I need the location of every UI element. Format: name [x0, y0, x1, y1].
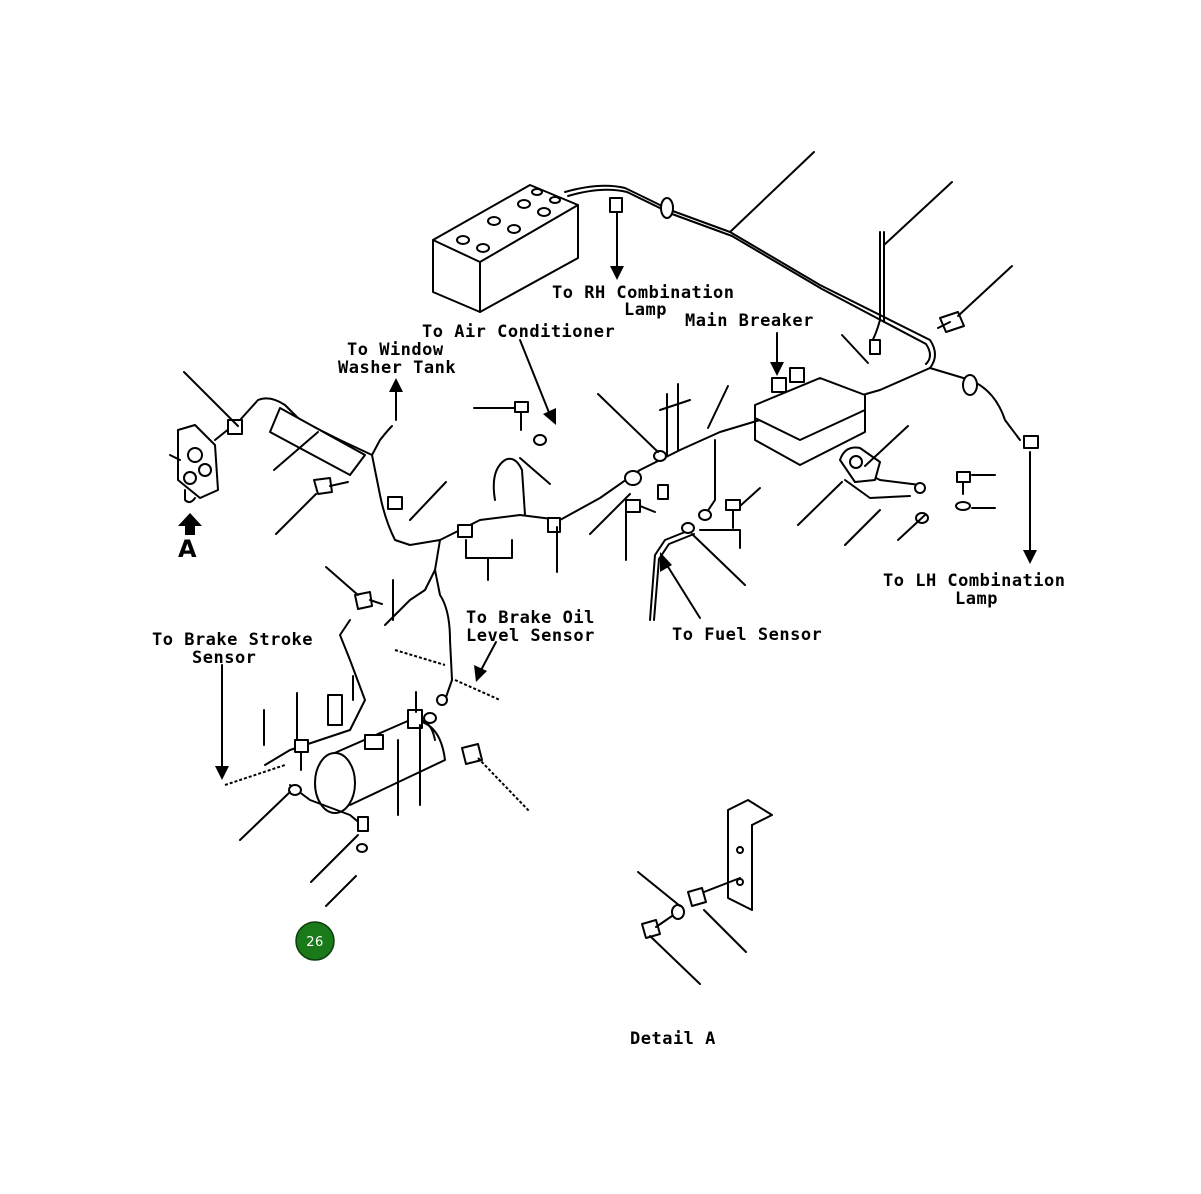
label-air-conditioner: To Air Conditioner	[422, 322, 615, 342]
label-brake-stroke: To Brake Stroke	[152, 630, 313, 650]
bolt-icon	[354, 591, 383, 610]
relay-right	[839, 446, 926, 494]
label-fuel-sensor: To Fuel Sensor	[672, 625, 822, 645]
page-number: 26	[306, 935, 324, 950]
relay-box-left	[169, 424, 219, 504]
label-window-washer-2: Washer Tank	[338, 358, 456, 378]
misc-parts	[407, 383, 691, 729]
bolt-icon	[294, 739, 309, 771]
bolt-icon	[625, 499, 656, 513]
brake-stroke-harness	[224, 619, 501, 853]
label-lh-combination-lamp: To LH Combination	[883, 571, 1066, 591]
air-tank	[314, 718, 446, 814]
label-window-washer: To Window	[347, 340, 444, 360]
label-detail-caption: Detail A	[630, 1029, 716, 1049]
bolt-icon	[956, 471, 971, 495]
label-brake-oil-2: Level Sensor	[466, 626, 595, 646]
detail-a-bracket	[637, 799, 773, 985]
label-main-breaker: Main Breaker	[685, 311, 814, 331]
label-rh-combination-lamp-2: Lamp	[624, 300, 667, 320]
bolt-icon	[514, 401, 529, 431]
label-rh-combination-lamp: To RH Combination	[552, 283, 735, 303]
label-brake-stroke-2: Sensor	[192, 648, 256, 668]
label-brake-oil: To Brake Oil	[466, 608, 595, 628]
bolt-icon	[725, 499, 741, 529]
battery	[432, 184, 579, 313]
bolt-icon	[461, 743, 531, 813]
label-detail-ref: A	[178, 535, 197, 563]
leader-lines	[183, 151, 1013, 907]
grommets	[227, 197, 1039, 538]
bolt-icon	[313, 477, 349, 495]
page-number-badge[interactable]: 26	[295, 921, 335, 961]
arrows	[178, 211, 1037, 780]
main-breaker-part	[754, 367, 866, 466]
detail-a-arrow-icon	[178, 513, 202, 535]
label-lh-combination-lamp-2: Lamp	[955, 589, 998, 609]
